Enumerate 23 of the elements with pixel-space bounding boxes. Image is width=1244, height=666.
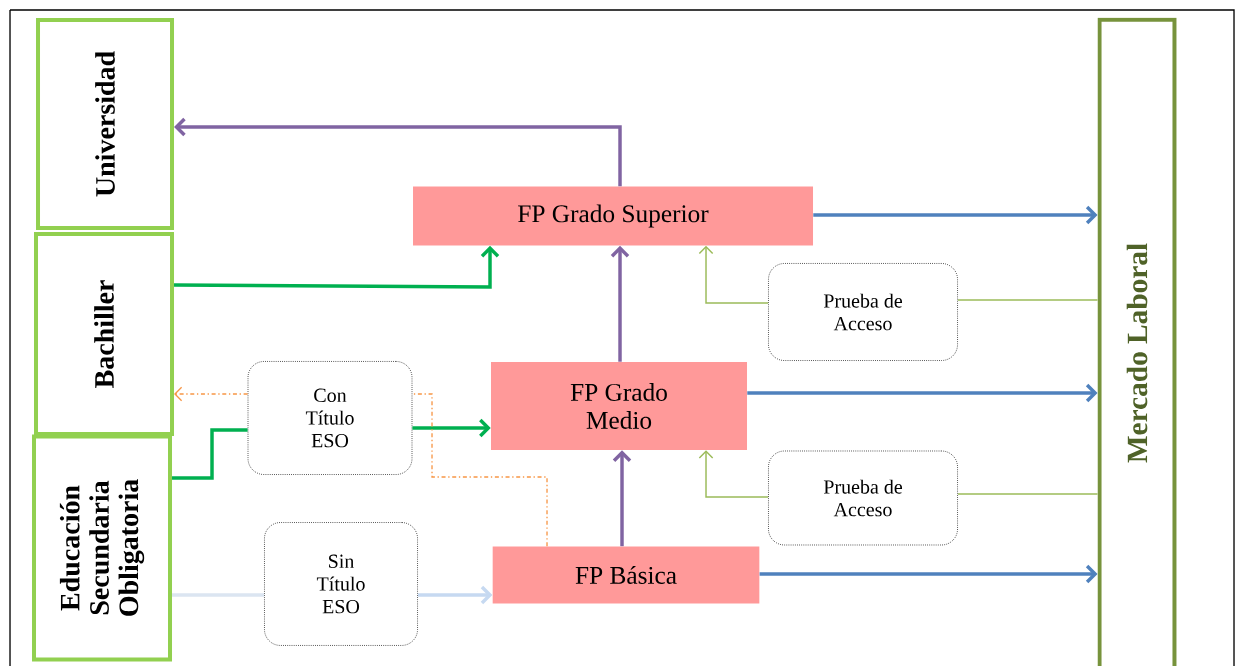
program-box: FP Grado Medio xyxy=(491,362,747,450)
condition-box: Prueba de Acceso xyxy=(768,450,958,546)
arrow xyxy=(412,418,491,438)
arrow xyxy=(747,383,1098,403)
arrow xyxy=(610,245,630,362)
arrow xyxy=(698,245,769,304)
stage-box: Bachiller xyxy=(34,232,174,436)
labor-market-box: Mercado Laboral xyxy=(1097,17,1177,666)
arrow xyxy=(174,117,622,187)
program-box: FP Grado Superior xyxy=(413,186,813,246)
condition-box: Prueba de Acceso xyxy=(768,263,958,361)
arrow xyxy=(813,205,1098,225)
arrow xyxy=(759,564,1098,584)
stage-box: Educación Secundaria Obligatoria xyxy=(32,434,172,662)
arrow xyxy=(174,245,500,289)
arrow xyxy=(417,585,493,605)
condition-box: Con Título ESO xyxy=(247,361,413,475)
arrow xyxy=(698,450,769,498)
program-box: FP Básica xyxy=(492,546,760,604)
arrow xyxy=(174,386,249,402)
arrow xyxy=(612,450,632,547)
stage-box: Universidad xyxy=(36,18,174,230)
condition-box: Sin Título ESO xyxy=(264,522,418,646)
